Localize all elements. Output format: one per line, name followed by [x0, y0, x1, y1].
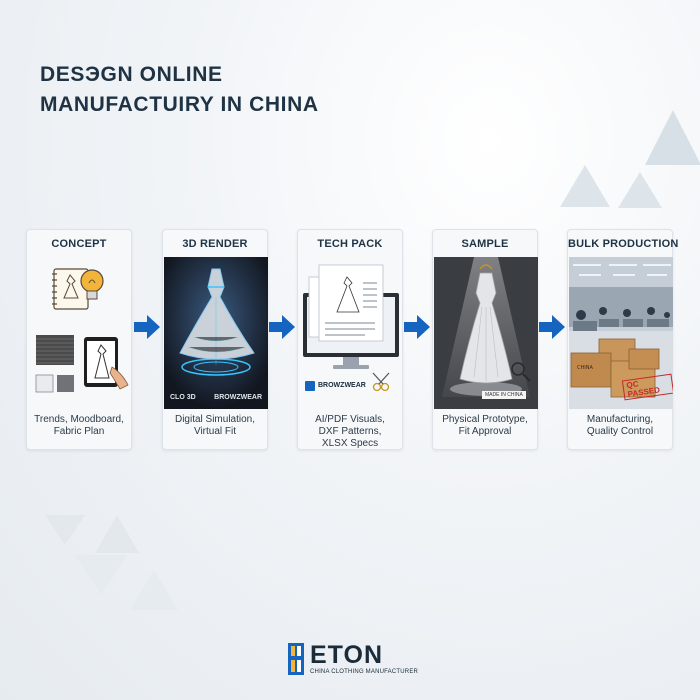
bg-triangle — [45, 515, 85, 545]
step-title: TECH PACK — [317, 238, 383, 250]
tablet-icon — [84, 337, 129, 390]
step-caption: Manufacturing, Quality Control — [586, 414, 654, 437]
factory-illustration: CHINA QC PASSED — [569, 257, 673, 409]
software-label-clo3d: CLO 3D — [170, 394, 196, 401]
step-card-bulk-production: BULK PRODUCTION CHINA QC PASSED — [567, 229, 679, 450]
arrow-right-icon — [269, 315, 295, 339]
lightbulb-icon — [80, 269, 104, 300]
cardboard-boxes-icon: CHINA — [570, 338, 660, 398]
arrow-right-icon — [134, 315, 160, 339]
bg-triangle — [618, 172, 662, 208]
magnifier-icon — [511, 362, 531, 382]
step-title: 3D RENDER — [182, 238, 248, 250]
software-label-browzwear: BROWZWEAR — [318, 382, 366, 389]
scissors-icon — [372, 372, 390, 392]
made-in-china-tag: MADE IN CHINA — [482, 391, 526, 399]
concept-illustration — [28, 257, 132, 409]
step-caption: Physical Prototype, Fit Approval — [442, 414, 528, 437]
svg-text:CHINA: CHINA — [577, 365, 593, 371]
bg-triangle — [645, 110, 700, 165]
3d-render-illustration: CLO 3D BROWZWEAR — [164, 257, 268, 409]
step-title: BULK PRODUCTION — [568, 238, 679, 250]
title-line-1: DESЭGN ONLINE — [40, 63, 223, 86]
sample-illustration: MADE IN CHINA — [434, 257, 538, 409]
tech-pack-illustration: BROWZWEAR — [299, 257, 403, 409]
fabric-swatch-icon — [35, 335, 74, 393]
step-card-tech-pack: TECH PACK — [297, 229, 403, 450]
arrow-right-icon — [539, 315, 565, 339]
bg-triangle — [560, 165, 610, 207]
bg-triangle — [75, 555, 127, 595]
bg-triangle — [130, 570, 178, 610]
step-caption: Digital Simulation, Virtual Fit — [174, 414, 256, 437]
bg-triangle — [95, 515, 139, 553]
step-caption: AI/PDF Visuals, DXF Patterns, XLSX Specs — [315, 414, 385, 449]
brand-name: ETON — [310, 641, 383, 669]
arrow-right-icon — [404, 315, 430, 339]
brand-tagline: CHINA CLOTHING MANUFACTURER — [310, 669, 419, 675]
step-title: SAMPLE — [461, 238, 509, 250]
dress-render — [179, 268, 255, 360]
brand-logo: ETON CHINA CLOTHING MANUFACTURER — [288, 641, 418, 681]
software-label-browzwear: BROWZWEAR — [214, 394, 262, 401]
step-card-3d-render: 3D RENDER CLO 3D BROWZWEAR Digital Simul… — [162, 229, 268, 450]
step-card-sample: SAMPLE MADE IN CHINA Physical — [432, 229, 538, 450]
step-card-concept: CONCEPT — [26, 229, 132, 450]
step-title: CONCEPT — [51, 238, 107, 250]
eton-logo-icon — [288, 643, 304, 675]
spec-sheet-icon — [308, 264, 384, 342]
step-caption: Trends, Moodboard, Fabric Plan — [34, 414, 124, 437]
page-title: DESЭGN ONLINE MANUFACTUIRY IN CHINA — [40, 60, 319, 120]
title-line-2: MANUFACTUIRY IN CHINA — [40, 93, 319, 116]
